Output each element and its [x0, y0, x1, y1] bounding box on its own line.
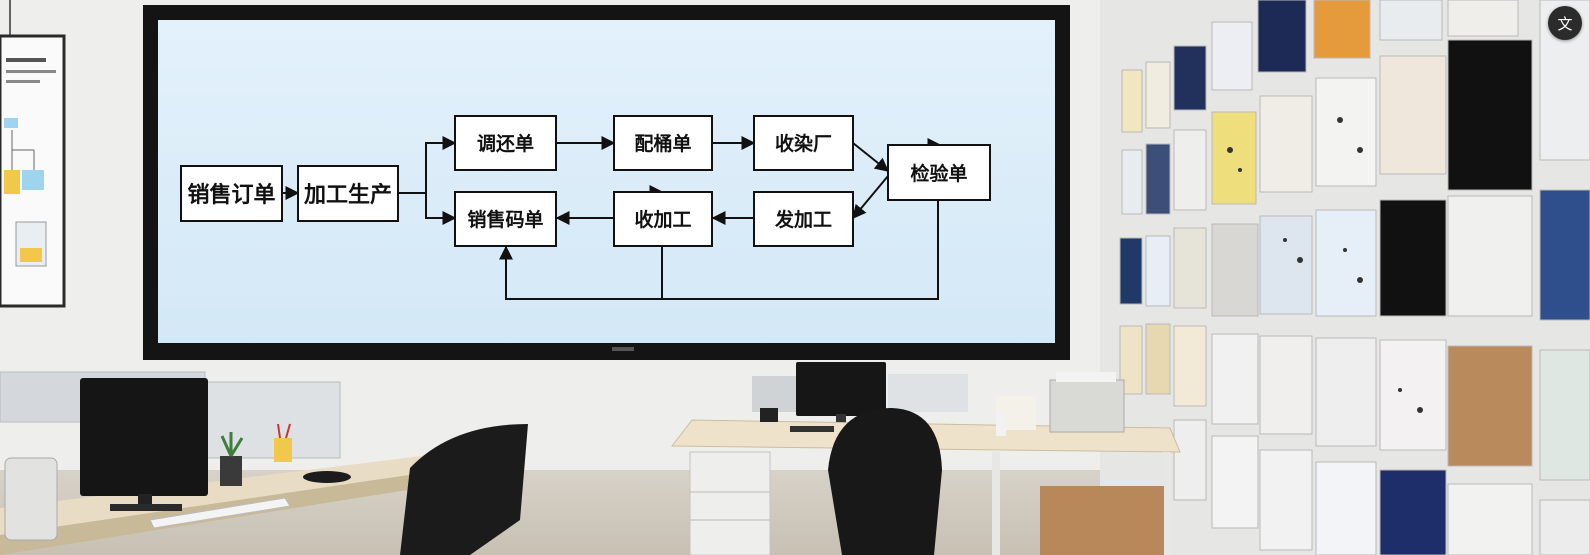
flow-node-label: 收加工	[634, 208, 691, 231]
flow-node-inspection: 检验单	[887, 144, 991, 201]
office-chair	[400, 424, 528, 555]
flow-node-transfer: 调还单	[454, 115, 557, 171]
plant-pot	[220, 456, 242, 486]
arrow-inspection-to-salescode	[499, 200, 939, 300]
flow-node-label: 调还单	[477, 132, 534, 155]
swatch-dots	[1227, 117, 1423, 413]
desk-bin	[4, 457, 58, 541]
fabric-swatch-wall	[1100, 0, 1590, 555]
flow-node-processing: 加工生产	[297, 165, 399, 222]
translate-icon[interactable]: 文	[1548, 6, 1582, 40]
flow-connectors	[282, 136, 942, 300]
flow-node-bucket: 配桶单	[613, 115, 713, 171]
keyboard	[790, 426, 834, 432]
pen-cup	[274, 438, 292, 462]
flow-node-label: 发加工	[774, 208, 832, 231]
flow-node-receive-process: 收加工	[613, 191, 713, 247]
desk-phone	[760, 408, 778, 422]
arrow-dye-to-inspection	[852, 142, 890, 172]
arrow-production-to-salescode	[425, 193, 457, 225]
flow-node-dye-receive: 收染厂	[753, 115, 854, 171]
drawer-cabinet	[689, 451, 771, 555]
arrow-inspection-to-send	[852, 175, 889, 220]
mouse	[303, 471, 351, 483]
keyboard	[149, 497, 291, 529]
flow-node-label: 配桶单	[634, 132, 691, 155]
monitor	[80, 378, 208, 496]
left-workstation	[0, 371, 528, 555]
printer	[1049, 379, 1125, 433]
flow-node-label: 销售码单	[467, 208, 543, 231]
flow-node-label: 加工生产	[303, 183, 392, 208]
flow-node-label: 收染厂	[775, 132, 832, 155]
monitor	[796, 362, 886, 416]
wall-poster	[0, 0, 66, 308]
flow-node-sales-code: 销售码单	[454, 191, 557, 247]
flow-node-sales-order: 销售订单	[180, 165, 283, 222]
office-chair	[828, 408, 942, 555]
flow-node-send-process: 发加工	[753, 191, 854, 247]
swatch-column	[1119, 0, 1590, 555]
right-workstation	[670, 362, 1181, 555]
flow-node-label: 检验单	[910, 162, 967, 185]
arrow-production-to-transfer	[398, 136, 457, 194]
cardboard-box	[1040, 486, 1164, 555]
flow-node-label: 销售订单	[187, 182, 275, 208]
